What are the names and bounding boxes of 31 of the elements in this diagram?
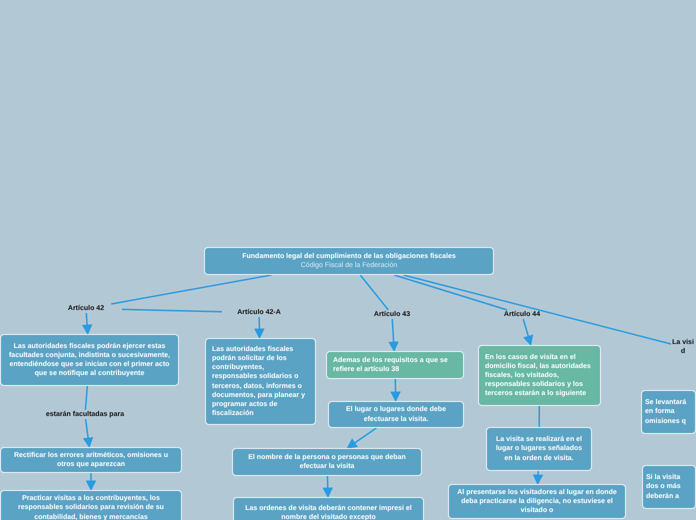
topic-box xyxy=(0,334,179,386)
topic-box xyxy=(642,465,696,509)
arrow xyxy=(388,319,399,352)
arrow xyxy=(82,313,92,336)
connector-line xyxy=(360,274,389,310)
topic-box xyxy=(233,497,424,520)
connector-line xyxy=(84,386,88,410)
topic-box xyxy=(0,490,182,520)
topic-box xyxy=(328,401,464,428)
topic-box xyxy=(478,345,601,406)
arrow xyxy=(346,427,377,449)
topic-box xyxy=(641,390,696,434)
arrow xyxy=(390,378,401,402)
topic-box xyxy=(0,447,182,473)
arrow xyxy=(82,419,94,448)
topic-box xyxy=(486,427,592,471)
connector-line xyxy=(403,274,672,345)
topic-box xyxy=(232,448,422,476)
arrow xyxy=(254,317,265,340)
connector-line xyxy=(122,308,222,312)
topic-box xyxy=(205,338,316,425)
arrow xyxy=(532,470,544,486)
arrow xyxy=(522,318,534,346)
arrow xyxy=(86,473,96,492)
connector-line xyxy=(111,274,272,305)
topic-box xyxy=(326,351,464,379)
connector-line xyxy=(394,274,508,311)
topic-box xyxy=(448,484,626,520)
connector-line xyxy=(538,406,540,427)
arrow xyxy=(322,476,333,498)
topic-box xyxy=(204,247,494,275)
